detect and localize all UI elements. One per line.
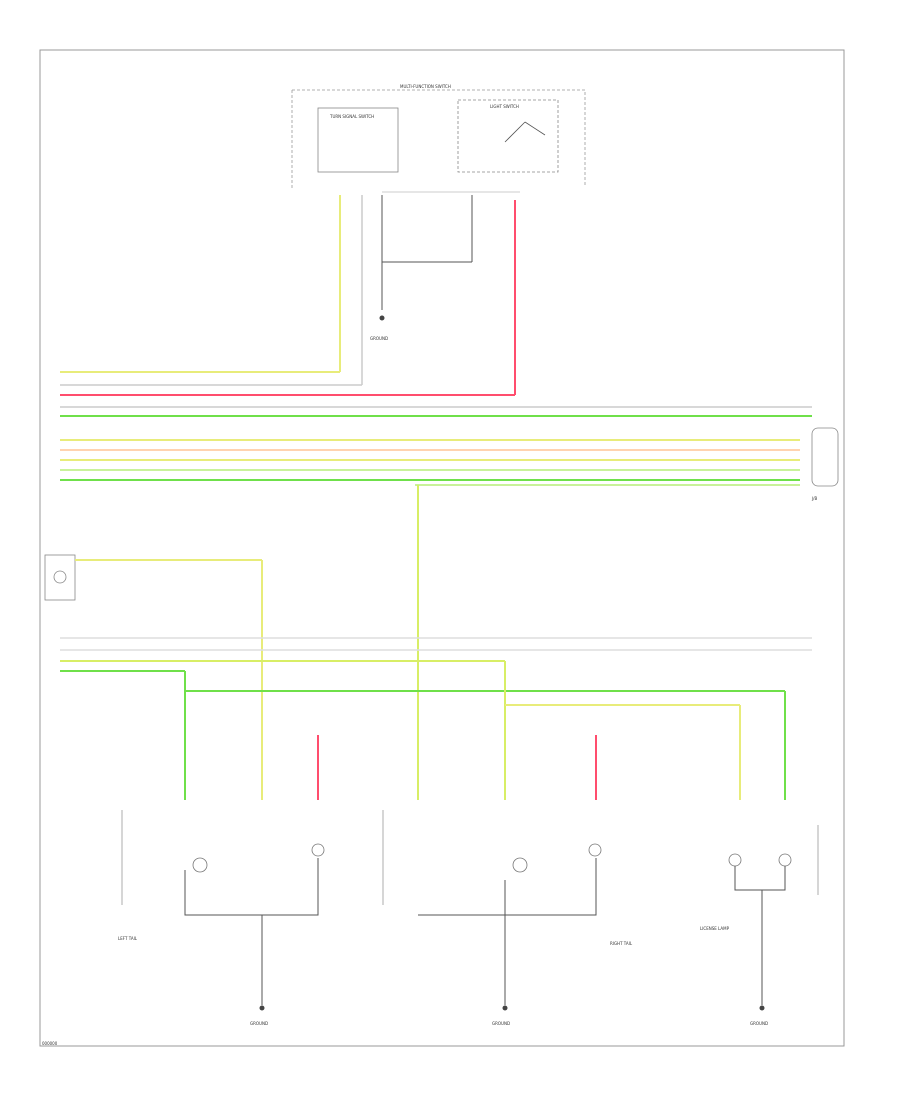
ground-top-label: GROUND [370, 336, 388, 341]
left-tail-lamp-icon [192, 857, 208, 873]
ground-label-3: GROUND [750, 1021, 768, 1026]
junction-box-connector [811, 427, 839, 487]
light-switch-contact [504, 121, 546, 143]
switch-assembly-outline [291, 89, 586, 188]
license-lamp-right-icon [778, 853, 792, 867]
left-lamp-ground-bus [184, 858, 319, 916]
right-lamp-ground-bus [418, 858, 597, 916]
right-tail-label: RIGHT TAIL [610, 941, 633, 946]
license-lamp-label: LICENSE LAMP [700, 926, 730, 931]
flasher-component [44, 554, 76, 601]
flasher-symbol [53, 570, 67, 584]
turn-signal-switch-label: TURN SIGNAL SWITCH [329, 114, 374, 119]
license-ground-bus [734, 866, 786, 891]
license-lamp-left-icon [728, 853, 742, 867]
turn-signal-switch-box [317, 107, 399, 173]
ground-top-terminal [379, 315, 385, 321]
right-backup-lamp-icon [588, 843, 602, 857]
right-tail-lamp-icon [512, 857, 528, 873]
light-switch-label: LIGHT SWITCH [490, 104, 519, 109]
ground-label-2: GROUND [492, 1021, 510, 1026]
left-backup-lamp-icon [311, 843, 325, 857]
ground-label-1: GROUND [250, 1021, 268, 1026]
ground-terminal-3 [759, 1005, 765, 1011]
light-switch-box [457, 99, 559, 173]
footer-code: 000000 [42, 1041, 58, 1046]
switch-assembly-title: MULTI-FUNCTION SWITCH [400, 84, 451, 89]
diagram-frame [39, 49, 845, 1047]
ground-terminal-1 [259, 1005, 265, 1011]
left-tail-label: LEFT TAIL [118, 936, 138, 941]
ground-terminal-2 [502, 1005, 508, 1011]
junction-box-label: J/B [811, 496, 818, 501]
